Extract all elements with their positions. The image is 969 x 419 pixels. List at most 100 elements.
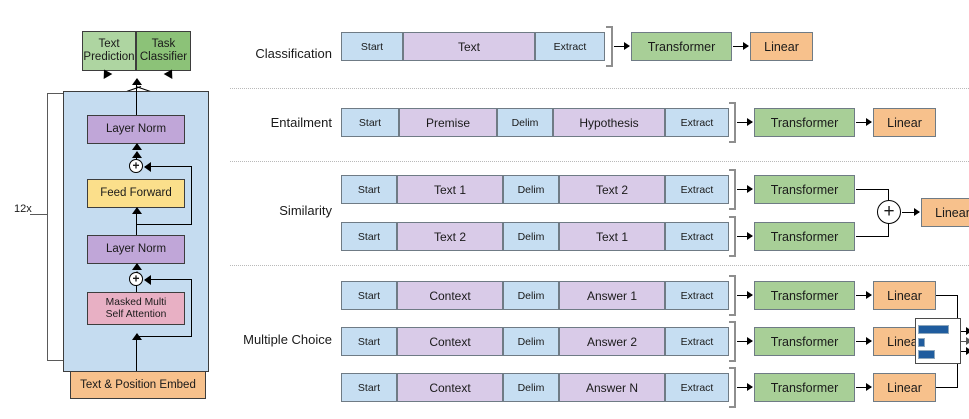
token-delim: Delim [503, 281, 559, 310]
residual-skip-feedforward-vertical [191, 166, 192, 224]
token-text: Text [403, 32, 535, 61]
residual-skip-attention-top [144, 274, 192, 285]
masked-multi-self-attention-box: Masked Multi Self Attention [87, 292, 185, 325]
token-extract: Extract [665, 327, 729, 356]
arrow-entailment-to-transformer [737, 118, 753, 127]
transformer-similarity-1: Transformer [754, 222, 855, 251]
token-delim: Delim [503, 373, 559, 402]
task-label-multiple-choice: Multiple Choice [243, 332, 332, 347]
token-hypothesis: Hypothesis [553, 108, 665, 137]
token-text-1: Text 1 [559, 222, 665, 251]
linear-mc-2: Linear [873, 373, 936, 402]
residual-skip-feedforward-bottom [136, 224, 192, 225]
token-premise: Premise [399, 108, 497, 137]
sequence-multiple-choice-0: Start Context Delim Answer 1 Extract [341, 281, 729, 310]
task-classifier-line1: Task [151, 38, 176, 51]
sequence-similarity-0: Start Text 1 Delim Text 2 Extract [341, 175, 729, 204]
token-text-1: Text 1 [397, 175, 503, 204]
arrow-classification-to-transformer [614, 42, 630, 51]
sequence-bracket-similarity-0 [729, 169, 736, 210]
token-delim: Delim [503, 222, 559, 251]
task-classifier-line2: Classifier [139, 51, 188, 63]
sequence-classification-0: Start Text Extract [341, 32, 605, 61]
sequence-multiple-choice-2: Start Context Delim Answer N Extract [341, 373, 729, 402]
token-delim: Delim [503, 327, 559, 356]
token-start: Start [341, 108, 399, 137]
token-extract: Extract [665, 373, 729, 402]
token-extract: Extract [665, 175, 729, 204]
mc-wire-0-h [936, 295, 958, 296]
token-answer-2: Answer 2 [559, 327, 665, 356]
task-classifier-box: Task Classifier [136, 31, 191, 71]
mc-wire-0-v [957, 295, 958, 331]
layer-norm-top-box: Layer Norm [87, 115, 185, 144]
arrow-classification-transformer-to-linear [733, 42, 749, 51]
similarity-merge-bottom-h [856, 236, 889, 237]
linear-similarity: Linear [921, 198, 969, 227]
residual-add-attention: + [129, 272, 143, 286]
mc-wire-2-h [936, 387, 958, 388]
transformer-mc-0: Transformer [754, 281, 855, 310]
output-bar-2 [918, 350, 935, 359]
sequence-bracket-mc-0 [729, 275, 736, 316]
task-label-classification: Classification [255, 46, 332, 61]
token-answer-n: Answer N [559, 373, 665, 402]
linear-entailment: Linear [873, 108, 936, 137]
output-bar-0 [918, 325, 949, 334]
sequence-entailment-0: Start Premise Delim Hypothesis Extract [341, 108, 729, 137]
sequence-bracket-entailment [729, 102, 736, 143]
arrow-similarity-1-to-transformer [737, 232, 753, 241]
feed-forward-box: Feed Forward [87, 179, 185, 208]
arrow-mc-2-to-output [957, 347, 969, 356]
arrow-similarity-merge-to-linear [902, 208, 920, 217]
similarity-merge-node: + [877, 200, 901, 224]
arrow-embed-to-attention [131, 333, 142, 371]
token-start: Start [341, 327, 397, 356]
token-start: Start [341, 32, 403, 61]
token-text-2: Text 2 [559, 175, 665, 204]
residual-skip-feedforward-top [144, 161, 192, 172]
output-bar-1 [918, 338, 925, 347]
token-start: Start [341, 373, 397, 402]
transformer-mc-1: Transformer [754, 327, 855, 356]
token-context: Context [397, 373, 503, 402]
token-extract: Extract [665, 281, 729, 310]
token-extract: Extract [535, 32, 605, 61]
arrow-mc-1-transformer-to-linear [856, 337, 872, 346]
arrow-layernorm-bottom-to-feedforward [131, 207, 142, 235]
sequence-bracket-mc-1 [729, 321, 736, 362]
sequence-similarity-1: Start Text 2 Delim Text 1 Extract [341, 222, 729, 251]
similarity-merge-bottom-v [888, 212, 889, 237]
arrow-mc-0-to-output [957, 327, 969, 336]
token-extract: Extract [665, 108, 729, 137]
transformer-classification: Transformer [631, 32, 732, 61]
text-position-embed-box: Text & Position Embed [70, 371, 206, 399]
arrow-entailment-transformer-to-linear [856, 118, 872, 127]
sequence-multiple-choice-1: Start Context Delim Answer 2 Extract [341, 327, 729, 356]
multiple-choice-output-widget [915, 318, 961, 364]
arrow-mc-2-to-transformer [737, 383, 753, 392]
arrow-mc-1-to-transformer [737, 337, 753, 346]
similarity-merge-top-h [856, 189, 889, 190]
text-prediction-line1: Text [98, 38, 120, 51]
token-extract: Extract [665, 222, 729, 251]
repeat-tick [30, 214, 48, 215]
arrow-mc-2-transformer-to-linear [856, 383, 872, 392]
token-text-2: Text 2 [397, 222, 503, 251]
residual-skip-attention-bottom [136, 336, 192, 337]
sequence-bracket-mc-2 [729, 367, 736, 408]
arrow-layernorm-top-to-heads [131, 78, 142, 115]
task-transformations-panel: Classification Start Text Extract Transf… [228, 0, 969, 419]
token-context: Context [397, 281, 503, 310]
separator-entailment-similarity [230, 161, 969, 162]
attention-line1: Masked Multi [105, 296, 167, 308]
separator-classification-entailment [230, 88, 969, 89]
task-label-similarity: Similarity [279, 203, 332, 218]
token-start: Start [341, 222, 397, 251]
similarity-merge-top-v [888, 189, 889, 204]
transformer-mc-2: Transformer [754, 373, 855, 402]
task-label-entailment: Entailment [270, 115, 332, 130]
attention-line2: Self Attention [105, 308, 167, 320]
text-prediction-box: Text Prediction [82, 31, 136, 71]
repeat-bracket [47, 93, 63, 361]
